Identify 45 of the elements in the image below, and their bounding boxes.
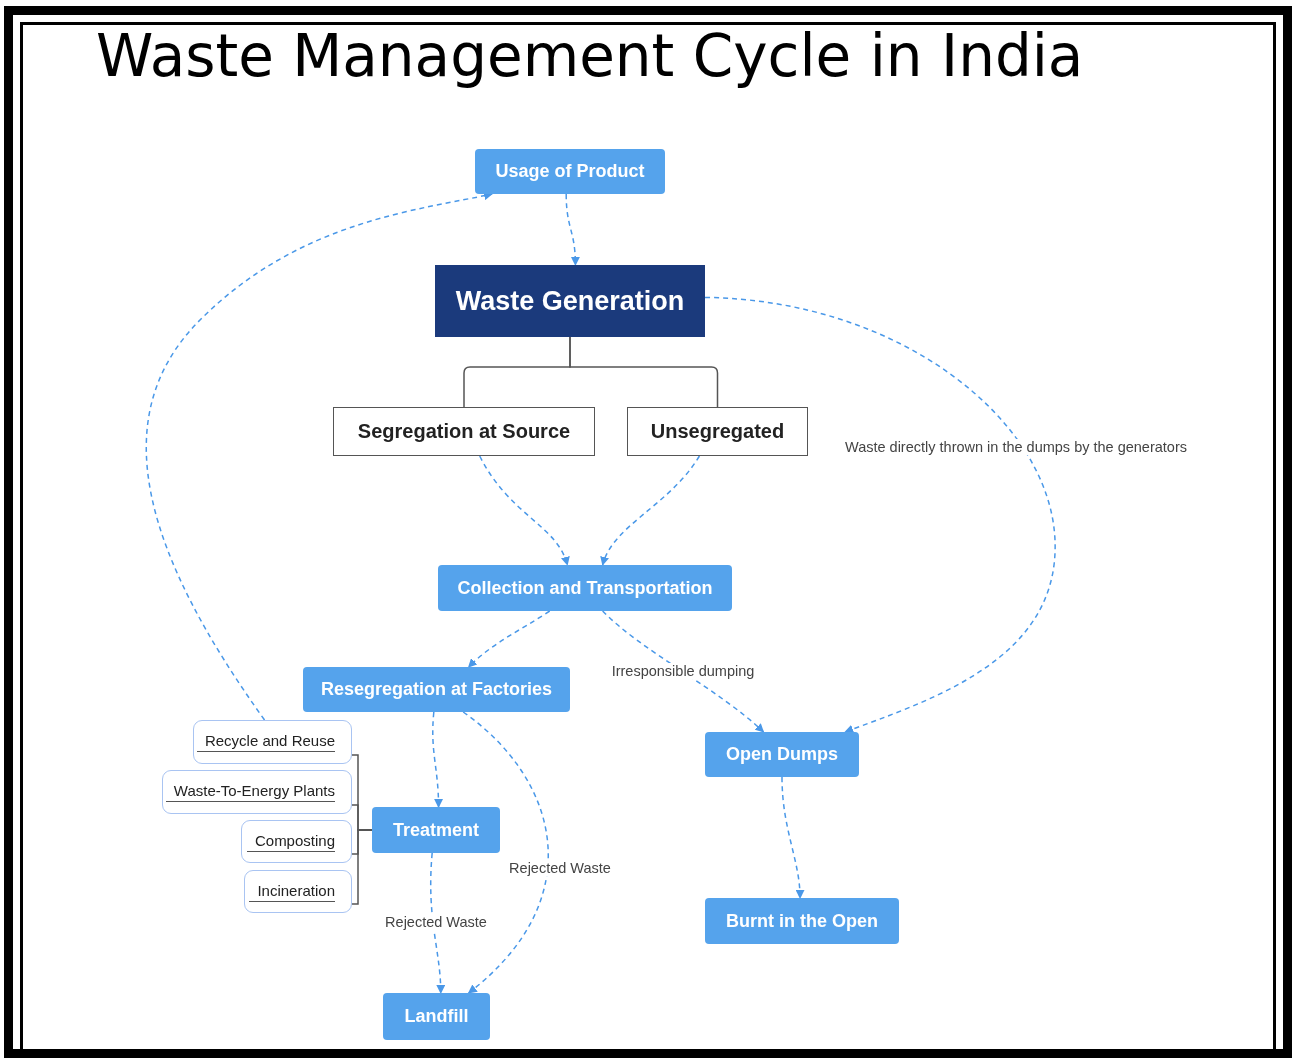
node-label: Treatment [393, 819, 479, 841]
option-box [241, 820, 352, 863]
diagram-title: Waste Management Cycle in India [96, 22, 1084, 90]
category-box [627, 407, 808, 456]
node-label: Burnt in the Open [726, 910, 878, 932]
arrow [467, 610, 551, 668]
process-box [303, 667, 570, 712]
node-label: Open Dumps [726, 744, 838, 765]
node-label: Collection and Transportation [457, 577, 713, 599]
arrow [146, 191, 493, 721]
arrow [565, 193, 580, 266]
node-label: Landfill [404, 1006, 469, 1027]
node-label: Resegregation at Factories [320, 679, 553, 700]
node-label: Waste Generation [455, 285, 685, 317]
process-box [383, 993, 490, 1040]
edge-label: Rejected Waste [383, 914, 489, 930]
process-box [438, 565, 732, 611]
node-label: Unsegregated [650, 420, 785, 443]
arrow [601, 455, 701, 566]
node-label: Segregation at Source [357, 420, 571, 443]
edge-label: Waste directly thrown in the dumps by the generators [843, 439, 1189, 455]
node-label: Usage of Product [495, 161, 645, 182]
arrow [478, 455, 569, 566]
edge-label: Rejected Waste [507, 860, 613, 876]
process-box [435, 265, 705, 337]
process-box [705, 898, 899, 944]
arrow [704, 296, 1056, 734]
arrow [781, 776, 805, 899]
node-label: Composting [246, 831, 335, 852]
process-box [475, 149, 665, 194]
arrow [432, 711, 443, 808]
arrow [601, 610, 765, 733]
node-label: Incineration [249, 881, 335, 902]
arrow [462, 711, 549, 994]
arrow [429, 852, 446, 994]
connector-line [569, 336, 719, 408]
connector-line [351, 829, 373, 905]
node-label: Waste-To-Energy Plants [165, 782, 335, 802]
category-box [333, 407, 595, 456]
node-label: Recycle and Reuse [196, 732, 335, 752]
process-box [705, 732, 859, 777]
option-box [193, 720, 352, 764]
process-box [372, 807, 500, 853]
option-box [162, 770, 352, 814]
option-box [244, 870, 352, 913]
